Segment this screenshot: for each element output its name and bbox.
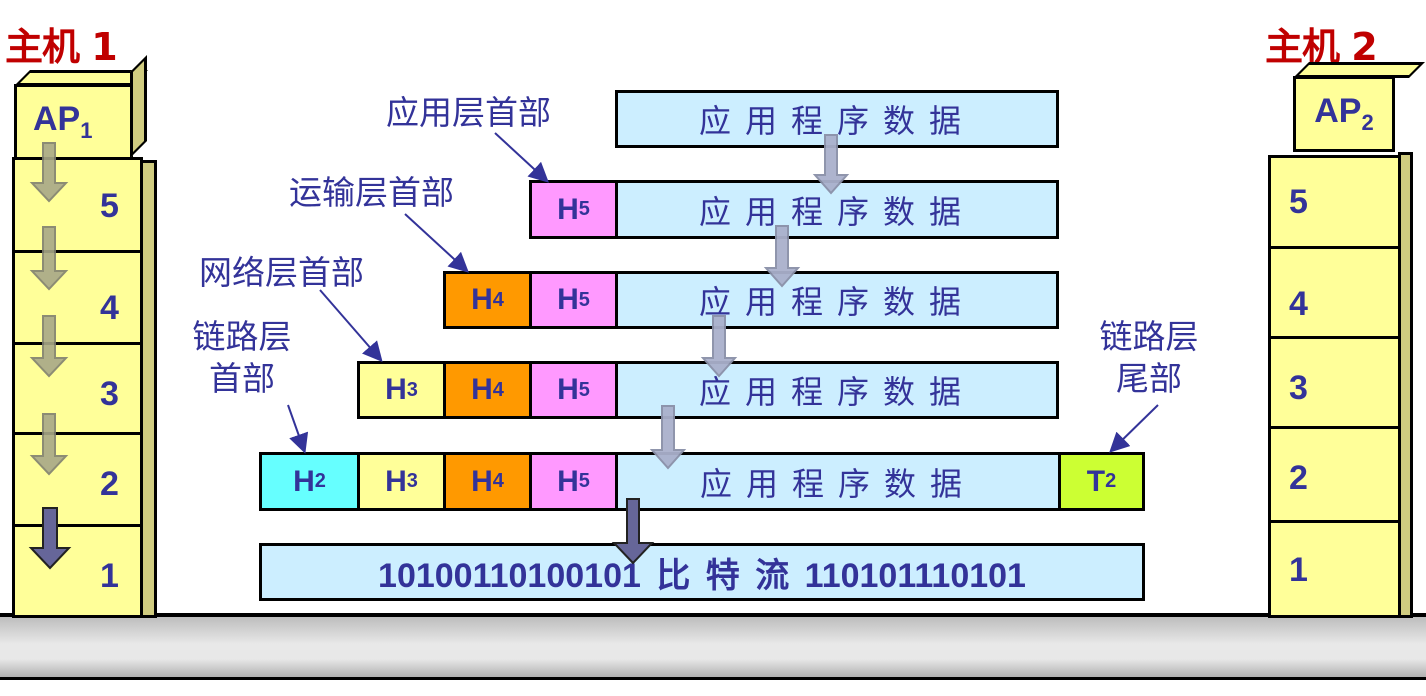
label-link-header: 链路层首部 xyxy=(192,317,292,398)
leader-network-header xyxy=(319,289,383,363)
host2-stack: 5 4 3 2 1 xyxy=(1268,155,1401,618)
app-data-row4: 应用程序数据 xyxy=(615,361,1059,419)
down-arrow-icon xyxy=(649,405,687,470)
down-arrow-icon xyxy=(700,315,738,378)
host1-down-arrow-icon xyxy=(29,226,69,291)
down-arrow-dark-icon xyxy=(611,498,655,565)
host1-layer-1: 1 xyxy=(15,524,140,618)
host1-layer-2: 2 xyxy=(15,432,140,522)
host2-layer-2: 2 xyxy=(1271,426,1398,520)
host2-layer-4: 4 xyxy=(1271,246,1398,338)
host2-ap-label: AP2 xyxy=(1314,92,1374,135)
host2-layer-1: 1 xyxy=(1271,520,1398,618)
down-arrow-icon xyxy=(763,225,801,288)
host1-stack: 5 4 3 2 1 xyxy=(12,157,143,618)
app-data-row2: 应用程序数据 xyxy=(615,180,1059,239)
leader-link-trailer xyxy=(1109,404,1159,453)
host1-layer-3: 3 xyxy=(15,342,140,432)
host1-down-arrow-icon xyxy=(29,413,69,476)
network-medium xyxy=(0,613,1426,680)
host1-ap-label: AP1 xyxy=(33,100,93,143)
host2-title: 主机 2 xyxy=(1265,25,1378,69)
host2-layer-3: 3 xyxy=(1271,336,1398,426)
label-transport-header: 运输层首部 xyxy=(289,173,454,212)
app-data-row3: 应用程序数据 xyxy=(615,271,1059,329)
bitstream-row: 10100110100101 比 特 流 110101110101 xyxy=(259,543,1145,601)
host2-layer-5: 5 xyxy=(1289,183,1308,221)
down-arrow-icon xyxy=(812,134,850,195)
host1-down-arrow-icon xyxy=(29,315,69,378)
leader-transport-header xyxy=(404,213,469,273)
host1-title: 主机 1 xyxy=(5,25,118,69)
label-app-header: 应用层首部 xyxy=(386,93,551,132)
host1-down-arrow-dark-icon xyxy=(28,507,72,570)
app-data-row5: 应用程序数据 xyxy=(615,452,1061,511)
host1-layer-5: 5 xyxy=(100,187,119,225)
label-link-trailer: 链路层尾部 xyxy=(1099,317,1199,398)
label-network-header: 网络层首部 xyxy=(199,253,364,292)
leader-app-header xyxy=(494,132,549,183)
host1-down-arrow-icon xyxy=(29,142,69,203)
leader-link-header xyxy=(287,404,309,454)
host1-layer-4: 4 xyxy=(15,250,140,340)
